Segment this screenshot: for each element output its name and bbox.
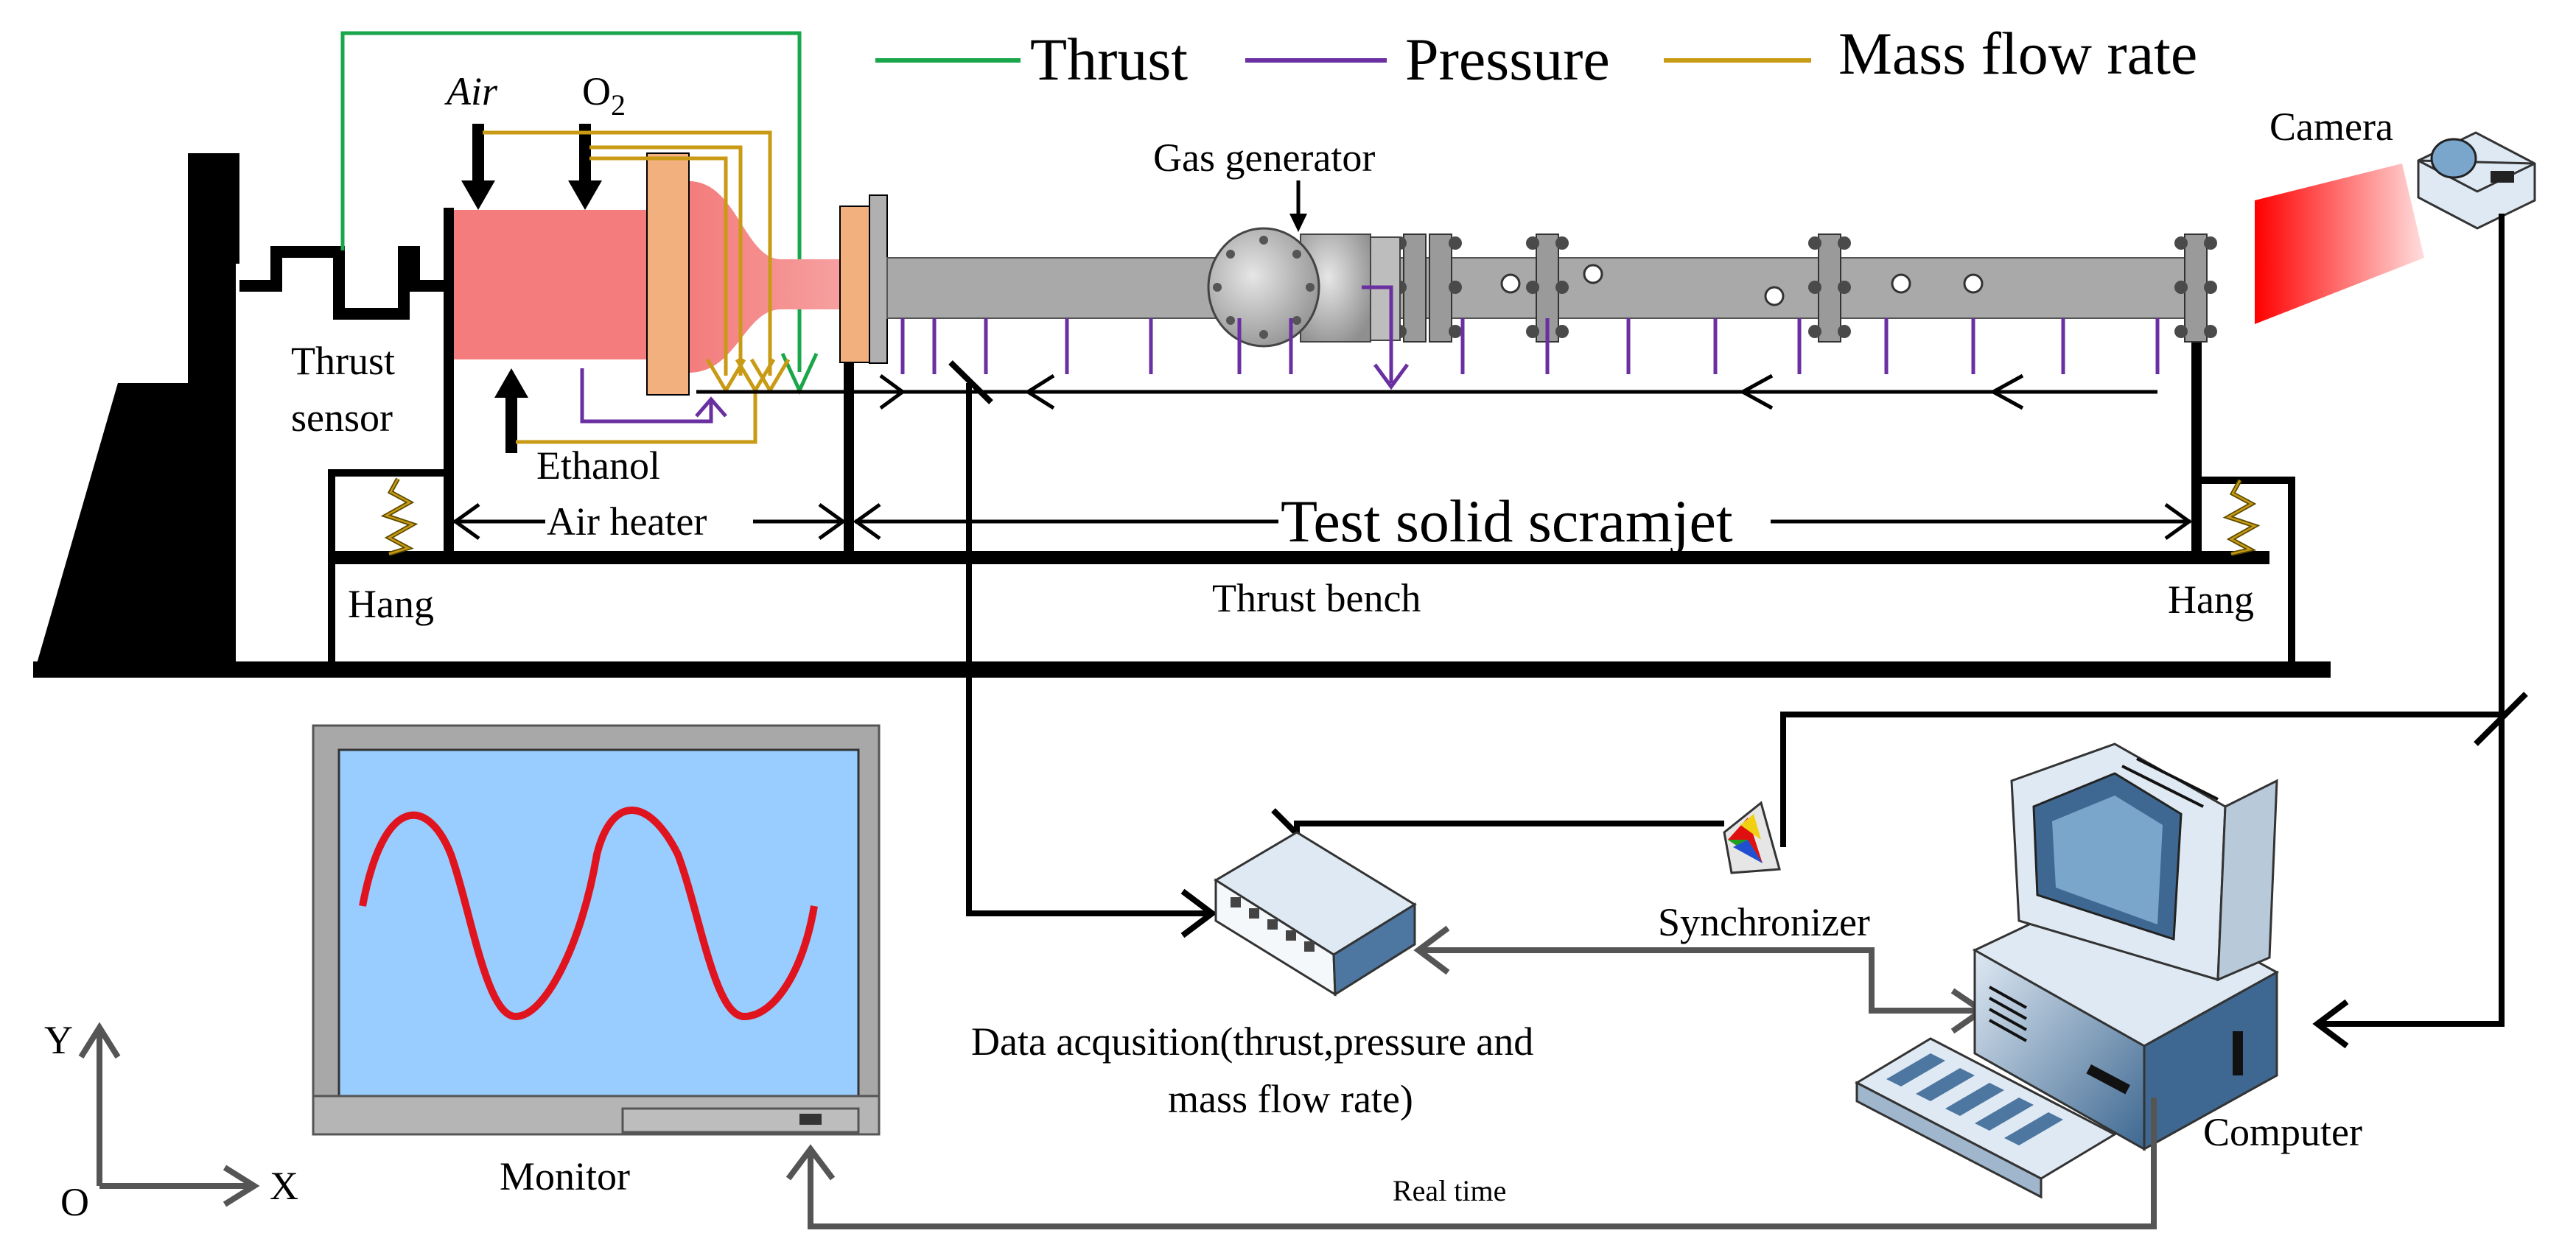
post-scramjet-right	[2191, 324, 2202, 555]
o2-inlet-arrow	[568, 124, 602, 210]
air-heater	[454, 152, 888, 396]
daq-label-line2: mass flow rate)	[1168, 1077, 1413, 1121]
legend: Thrust Pressure Mass flow rate	[875, 20, 2197, 93]
air-heater-dimension: Air heater	[452, 498, 847, 544]
hang-frame-left	[328, 469, 449, 669]
camera-icon	[2417, 131, 2536, 230]
real-time-label: Real time	[1393, 1174, 1506, 1207]
legend-thrust: Thrust	[875, 26, 1188, 93]
hang-right-label: Hang	[2168, 577, 2254, 622]
thrust-signal-line	[340, 31, 802, 372]
axis-x-label: X	[270, 1164, 298, 1208]
post-heater-left	[444, 208, 454, 555]
camera-label: Camera	[2269, 105, 2393, 149]
daq-input-line	[966, 383, 1208, 916]
thrust-bench-label: Thrust bench	[1212, 576, 1421, 620]
gas-generator	[1207, 227, 1401, 348]
hang-left-label: Hang	[348, 582, 434, 626]
scramjet-duct	[886, 234, 2217, 343]
pressure-taps	[900, 285, 2160, 390]
hang-frame-right	[2196, 477, 2295, 669]
thrust-sensor-label-2: sensor	[291, 396, 393, 440]
ground-beam	[33, 661, 2331, 678]
daq-label-line1: Data acqusition(thrust,pressure and	[971, 1019, 1533, 1064]
real-time-line	[808, 1098, 2157, 1229]
gas-generator-label: Gas generator	[1153, 136, 1375, 180]
computer-icon	[1854, 742, 2280, 1199]
camera-beam	[2255, 164, 2424, 324]
pressure-bus	[696, 373, 2157, 410]
monitor-label: Monitor	[500, 1154, 630, 1198]
air-label: Air	[444, 69, 498, 113]
monitor-icon	[312, 724, 881, 1136]
legend-pressure-label: Pressure	[1405, 26, 1610, 93]
synchronizer-icon	[1723, 801, 1781, 874]
spring-icon	[2222, 479, 2261, 556]
legend-mass-flow: Mass flow rate	[1664, 20, 2197, 87]
synchronizer-trigger-line	[1780, 712, 2502, 847]
legend-pressure: Pressure	[1245, 26, 1610, 93]
data-acquisition-icon	[1214, 831, 1417, 997]
camera-computer-line	[2321, 214, 2505, 1027]
air-heater-label: Air heater	[547, 499, 707, 544]
o2-label: O2	[582, 69, 626, 122]
legend-thrust-label: Thrust	[1030, 26, 1188, 93]
air-inlet-arrow	[461, 124, 495, 210]
coordinate-axes	[78, 1022, 260, 1207]
legend-mass-flow-label: Mass flow rate	[1838, 20, 2197, 87]
monitor-waveform	[359, 807, 818, 1021]
scramjet-dimension: Test solid scramjet	[853, 486, 2193, 555]
spring-icon	[380, 477, 419, 556]
ethanol-label: Ethanol	[536, 443, 660, 488]
synchronizer-label: Synchronizer	[1658, 900, 1870, 944]
thrust-bench	[335, 551, 2269, 564]
computer-daq-line	[1418, 947, 1982, 1014]
computer-label: Computer	[2203, 1110, 2362, 1154]
ethanol-inlet-arrow	[494, 368, 528, 453]
axis-origin-label: O	[60, 1180, 89, 1224]
left-wall	[33, 153, 239, 676]
post-heater-right	[844, 359, 854, 555]
thrust-sensor	[239, 246, 447, 320]
sync-daq-line	[1294, 821, 1724, 840]
thrust-sensor-label-1: Thrust	[291, 339, 395, 383]
axis-y-label: Y	[44, 1018, 73, 1062]
scramjet-label: Test solid scramjet	[1281, 488, 1733, 555]
pressure-heater-line	[580, 368, 713, 424]
